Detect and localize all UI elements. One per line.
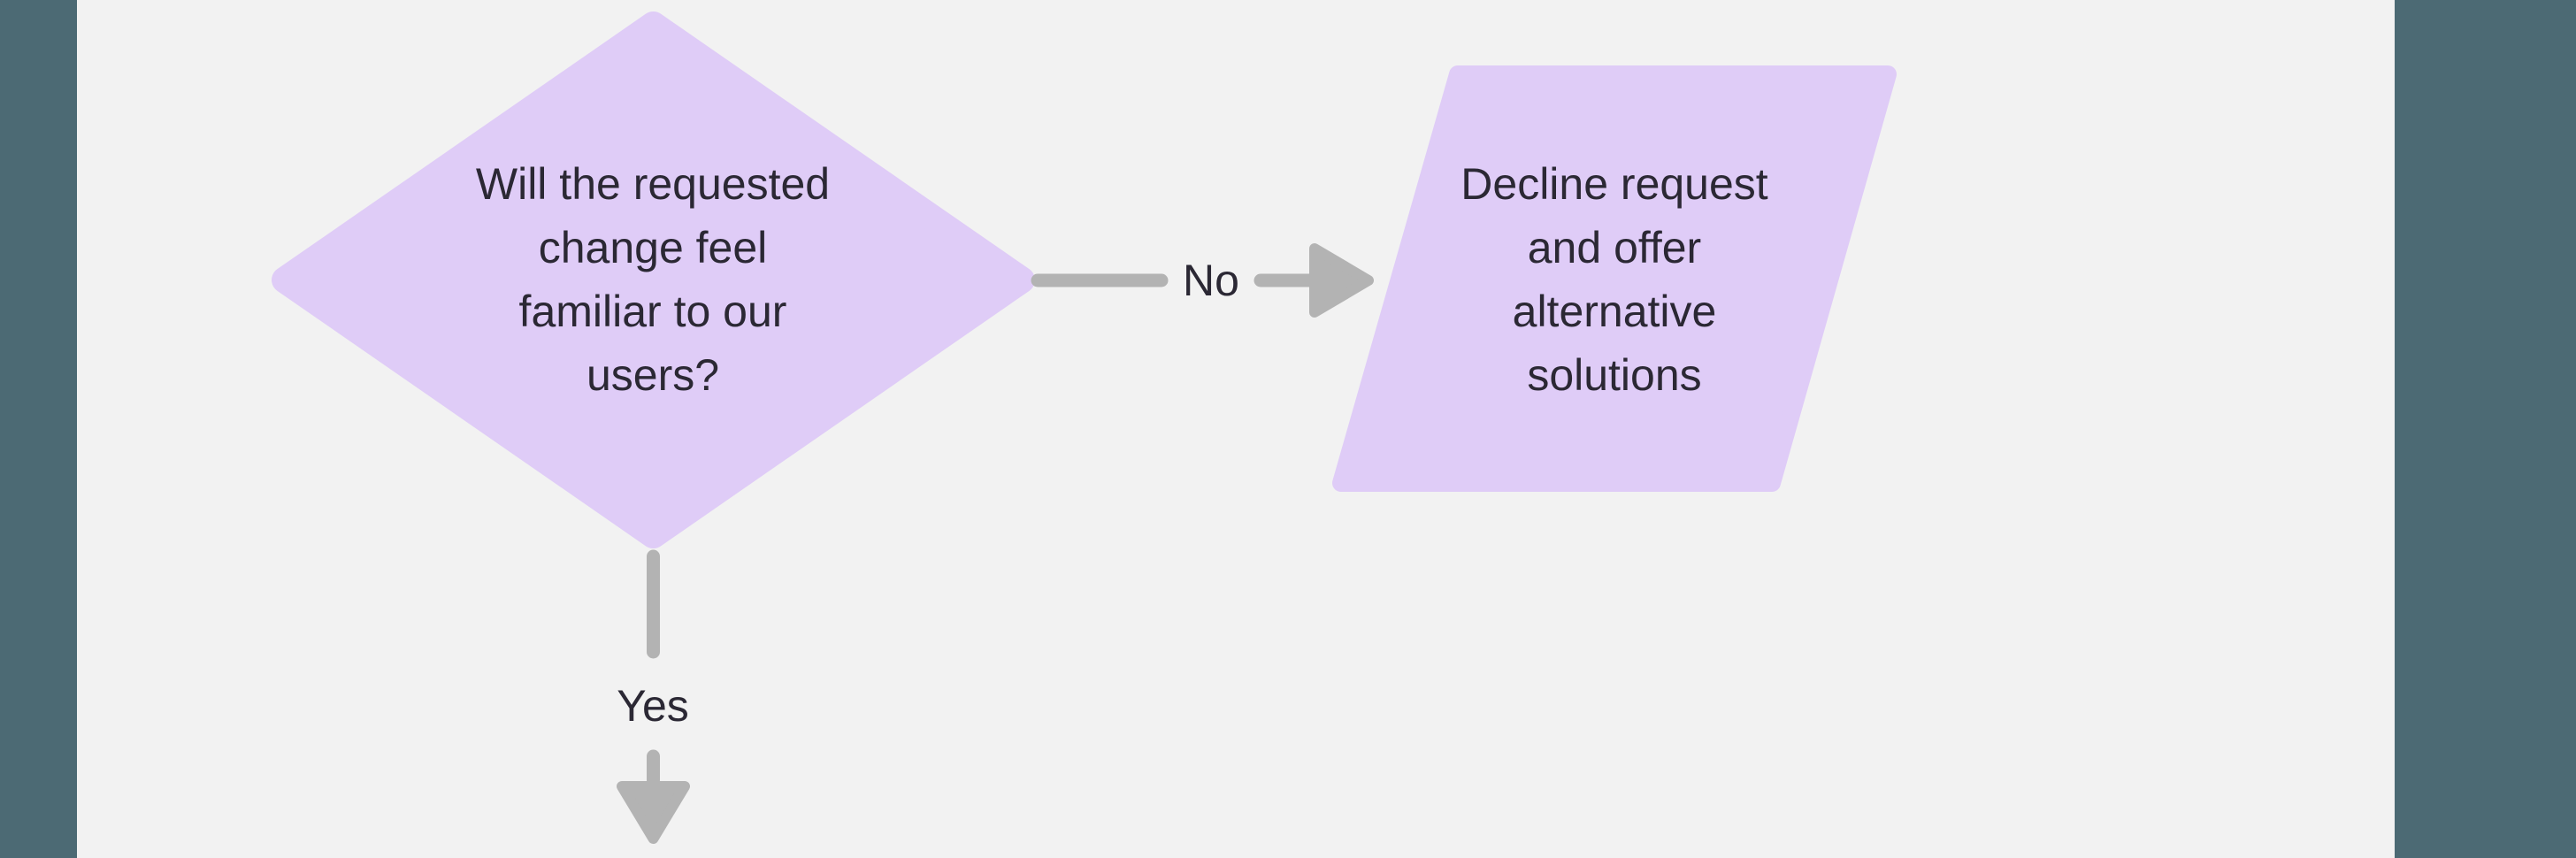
no-arrowhead-icon[interactable] xyxy=(1309,243,1374,318)
output-parallelogram-shape[interactable] xyxy=(1332,65,1897,492)
decision-diamond-shape[interactable] xyxy=(272,11,1035,548)
edge-label-no[interactable]: No xyxy=(1183,256,1239,305)
output-node-label[interactable]: Decline request and offer alternative so… xyxy=(1460,159,1768,400)
left-edge-panel xyxy=(0,0,77,858)
right-edge-panel xyxy=(2395,0,2576,858)
yes-arrowhead-icon[interactable] xyxy=(617,781,690,844)
decision-node-label[interactable]: Will the requested change feel familiar … xyxy=(475,159,831,400)
edge-label-yes[interactable]: Yes xyxy=(617,681,689,731)
